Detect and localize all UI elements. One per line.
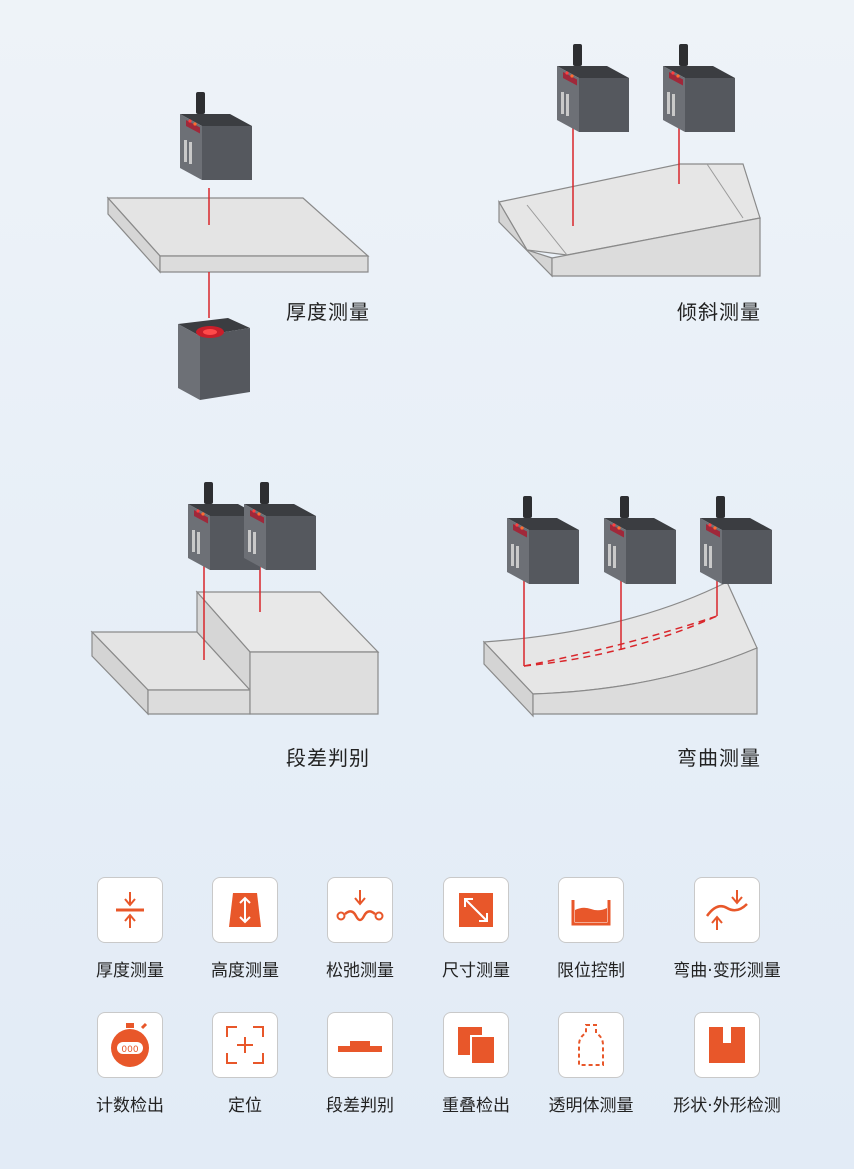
feature-shape: 形状·外形检测 <box>667 1012 787 1116</box>
feature-label: 尺寸测量 <box>442 961 510 981</box>
dimension-icon <box>443 877 509 943</box>
thickness-scene: 厚度测量 <box>0 0 427 420</box>
feature-label: 弯曲·变形测量 <box>673 961 781 981</box>
caption-step: 段差判别 <box>286 746 370 770</box>
feature-label: 计数检出 <box>96 1096 164 1116</box>
feature-dimension: 尺寸测量 <box>416 877 536 981</box>
counter-icon: 000 <box>97 1012 163 1078</box>
thickness-icon <box>97 877 163 943</box>
caption-tilt: 倾斜测量 <box>677 300 761 324</box>
feature-step: 段差判别 <box>300 1012 420 1116</box>
tilt-illustration <box>498 44 761 278</box>
step-icon <box>327 1012 393 1078</box>
feature-label: 定位 <box>228 1096 262 1116</box>
feature-bend-deform: 弯曲·变形测量 <box>667 877 787 981</box>
feature-label: 厚度测量 <box>96 961 164 981</box>
feature-thickness: 厚度测量 <box>70 877 190 981</box>
counter-digits: 000 <box>121 1045 138 1055</box>
slack-icon <box>327 877 393 943</box>
positioning-icon <box>212 1012 278 1078</box>
feature-overlap: 重叠检出 <box>416 1012 536 1116</box>
caption-thickness: 厚度测量 <box>286 300 370 324</box>
tilt-scene: 倾斜测量 <box>427 0 854 420</box>
bend-illustration <box>482 496 772 718</box>
feature-label: 松弛测量 <box>326 961 394 981</box>
feature-label: 限位控制 <box>557 961 625 981</box>
feature-counter: 000 计数检出 <box>70 1012 190 1116</box>
feature-label: 段差判别 <box>326 1096 394 1116</box>
overlap-icon <box>443 1012 509 1078</box>
shape-icon <box>694 1012 760 1078</box>
feature-label: 重叠检出 <box>442 1096 510 1116</box>
feature-positioning: 定位 <box>185 1012 305 1116</box>
bend-deform-icon <box>694 877 760 943</box>
feature-label: 高度测量 <box>211 961 279 981</box>
step-scene: 段差判别 <box>0 420 427 800</box>
feature-label: 形状·外形检测 <box>673 1096 781 1116</box>
thickness-illustration <box>106 92 370 400</box>
feature-height: 高度测量 <box>185 877 305 981</box>
step-illustration <box>90 482 380 716</box>
feature-slack: 松弛测量 <box>300 877 420 981</box>
height-icon <box>212 877 278 943</box>
bend-scene: 弯曲测量 <box>427 420 854 800</box>
feature-limit: 限位控制 <box>531 877 651 981</box>
caption-bend: 弯曲测量 <box>677 746 761 770</box>
feature-transparent: 透明体测量 <box>531 1012 651 1116</box>
feature-label: 透明体测量 <box>548 1096 634 1116</box>
transparent-icon <box>558 1012 624 1078</box>
limit-icon <box>558 877 624 943</box>
